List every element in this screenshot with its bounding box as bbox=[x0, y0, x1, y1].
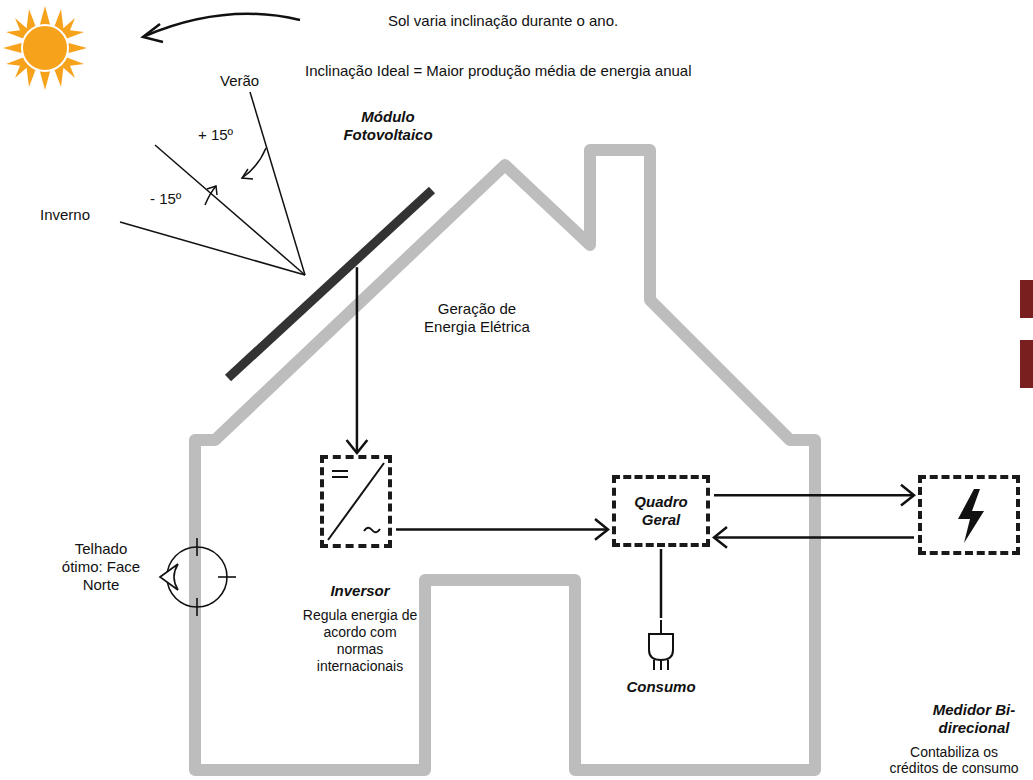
text-wrap: Verão bbox=[220, 72, 280, 90]
edge-mark bbox=[1020, 280, 1033, 318]
text-wrap: Geração de Energia Elétrica bbox=[412, 300, 542, 336]
inverter-box: InversorRegula energia de acordo com nor… bbox=[320, 455, 392, 548]
edge-label: Geração de Energia Elétrica bbox=[412, 300, 542, 336]
text-wrap: Sol varia inclinação durante o ano. bbox=[388, 12, 718, 30]
meter-note: Contabiliza os créditos de consumo bbox=[884, 744, 1024, 776]
house-outline bbox=[195, 150, 815, 770]
text-wrap: Inversor bbox=[300, 582, 420, 600]
panel-box: Quadro Geral bbox=[612, 475, 710, 547]
meter-title: Medidor Bi-direcional bbox=[914, 701, 1033, 737]
note-label: Telhado ótimo: Face Norte bbox=[55, 540, 147, 594]
compass bbox=[160, 538, 236, 616]
text-wrap: + 15º bbox=[198, 126, 248, 144]
text-wrap: Contabiliza os créditos de consumo bbox=[884, 744, 1024, 776]
node-shape bbox=[324, 459, 388, 544]
text-wrap: - 15º bbox=[150, 190, 200, 208]
note-label: Sol varia inclinação durante o ano. bbox=[388, 12, 718, 30]
text-wrap: Consumo bbox=[611, 678, 711, 696]
pv-module: Módulo Fotovoltaico bbox=[228, 190, 432, 378]
panel-title: Quadro Geral bbox=[620, 493, 702, 529]
arrow-head bbox=[143, 24, 163, 42]
text-wrap: Quadro Geral bbox=[620, 493, 702, 529]
text-wrap: Módulo Fotovoltaico bbox=[328, 108, 448, 144]
outlet-plug: Consumo bbox=[615, 620, 707, 705]
text-wrap: Inclinação Ideal = Maior produção média … bbox=[305, 62, 775, 80]
text-wrap: Telhado ótimo: Face Norte bbox=[55, 540, 147, 594]
inverter-title: Inversor bbox=[300, 582, 420, 600]
edge-mark bbox=[1020, 340, 1033, 388]
note-label: Inverno bbox=[40, 206, 110, 224]
connector-arrow bbox=[714, 485, 914, 506]
text-wrap: Inverno bbox=[40, 206, 110, 224]
module-title: Módulo Fotovoltaico bbox=[328, 108, 448, 144]
angle-lines bbox=[120, 92, 305, 275]
inverter-note: Regula energia de acordo com normas inte… bbox=[302, 607, 418, 675]
node-shape bbox=[922, 479, 1016, 551]
consumption-title: Consumo bbox=[611, 678, 711, 696]
note-label: - 15º bbox=[150, 190, 200, 208]
connector-arrow bbox=[714, 527, 914, 548]
note-label: + 15º bbox=[198, 126, 248, 144]
text-wrap: Medidor Bi-direcional bbox=[914, 701, 1033, 737]
node-shape bbox=[228, 190, 432, 378]
meter-box: Medidor Bi-direcionalContabiliza os créd… bbox=[918, 475, 1020, 555]
sun-path-arrow bbox=[145, 14, 300, 36]
note-label: Verão bbox=[220, 72, 280, 90]
text-wrap: Regula energia de acordo com normas inte… bbox=[302, 607, 418, 675]
note-label: Inclinação Ideal = Maior produção média … bbox=[305, 62, 775, 80]
connector-arrow bbox=[396, 519, 608, 540]
connector-arrow bbox=[347, 267, 368, 453]
sun bbox=[3, 6, 87, 90]
connector-arrow bbox=[661, 549, 662, 618]
